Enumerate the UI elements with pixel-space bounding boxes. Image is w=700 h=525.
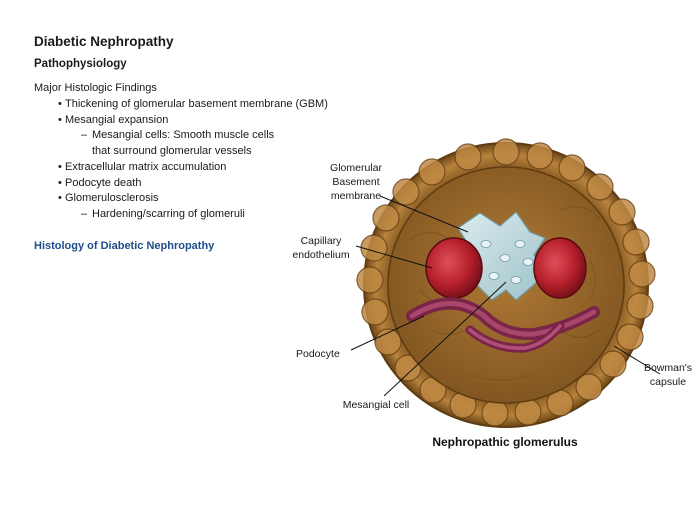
bullet-marker: • [58, 160, 62, 173]
page-title: Diabetic Nephropathy [34, 34, 174, 49]
findings-item-text: Mesangial expansion [65, 113, 169, 126]
findings-item: •Extracellular matrix accumulation [58, 160, 328, 176]
dash-marker: – [81, 129, 88, 142]
mesangial-cells [480, 240, 534, 284]
bullet-marker: • [58, 113, 62, 126]
findings-item-text: that surround glomerular vessels [92, 145, 252, 158]
interior-cells [409, 206, 601, 381]
capillary-label-line1: Capillary [301, 235, 343, 247]
findings-item: •Mesangial expansion [58, 113, 328, 129]
bowmans-label-line2: capsule [650, 376, 686, 388]
findings-item-text: Mesangial cells: Smooth muscle cells [92, 129, 275, 142]
capillary-loop-left [425, 237, 483, 299]
findings-list: •Thickening of glomerular basement membr… [58, 97, 328, 223]
gbm-label-line1: Glomerular [330, 162, 382, 174]
bowmans-label-line1: Bowman's [644, 362, 692, 374]
findings-item: •Glomerulosclerosis [58, 191, 328, 207]
leader-lines [350, 195, 661, 397]
mesangial-cell-label: Mesangial cell [343, 399, 410, 411]
bullet-marker: • [58, 192, 62, 205]
findings-subitem: –Hardening/scarring of glomeruli [58, 207, 328, 223]
figure-caption: Nephropathic glomerulus [432, 435, 578, 449]
findings-subitem-continuation: that surround glomerular vessels [58, 144, 328, 160]
capsule-cells [356, 138, 656, 427]
histology-link[interactable]: Histology of Diabetic Nephropathy [34, 240, 215, 252]
findings-item-text: Podocyte death [65, 176, 142, 189]
dash-marker: – [81, 207, 88, 220]
podocyte-label: Podocyte [296, 348, 340, 360]
bullet-marker: • [58, 176, 62, 189]
gbm-label-line2: Basement [332, 176, 379, 188]
findings-item-text: Hardening/scarring of glomeruli [92, 207, 245, 220]
podocyte-vessels [406, 297, 600, 353]
findings-item-text: Thickening of glomerular basement membra… [65, 98, 328, 110]
findings-item-text: Extracellular matrix accumulation [65, 160, 227, 173]
findings-item: •Thickening of glomerular basement membr… [58, 97, 328, 113]
findings-subitem: –Mesangial cells: Smooth muscle cells [58, 128, 328, 144]
findings-heading: Major Histologic Findings [34, 82, 157, 94]
gbm-label-line3: membrane [331, 190, 381, 202]
findings-item-text: Glomerulosclerosis [65, 192, 159, 205]
section-subtitle: Pathophysiology [34, 58, 127, 70]
findings-item: •Podocyte death [58, 176, 328, 192]
capillary-label-line2: endothelium [292, 249, 349, 261]
capillary-loop-right [533, 237, 587, 299]
bullet-marker: • [58, 98, 62, 110]
